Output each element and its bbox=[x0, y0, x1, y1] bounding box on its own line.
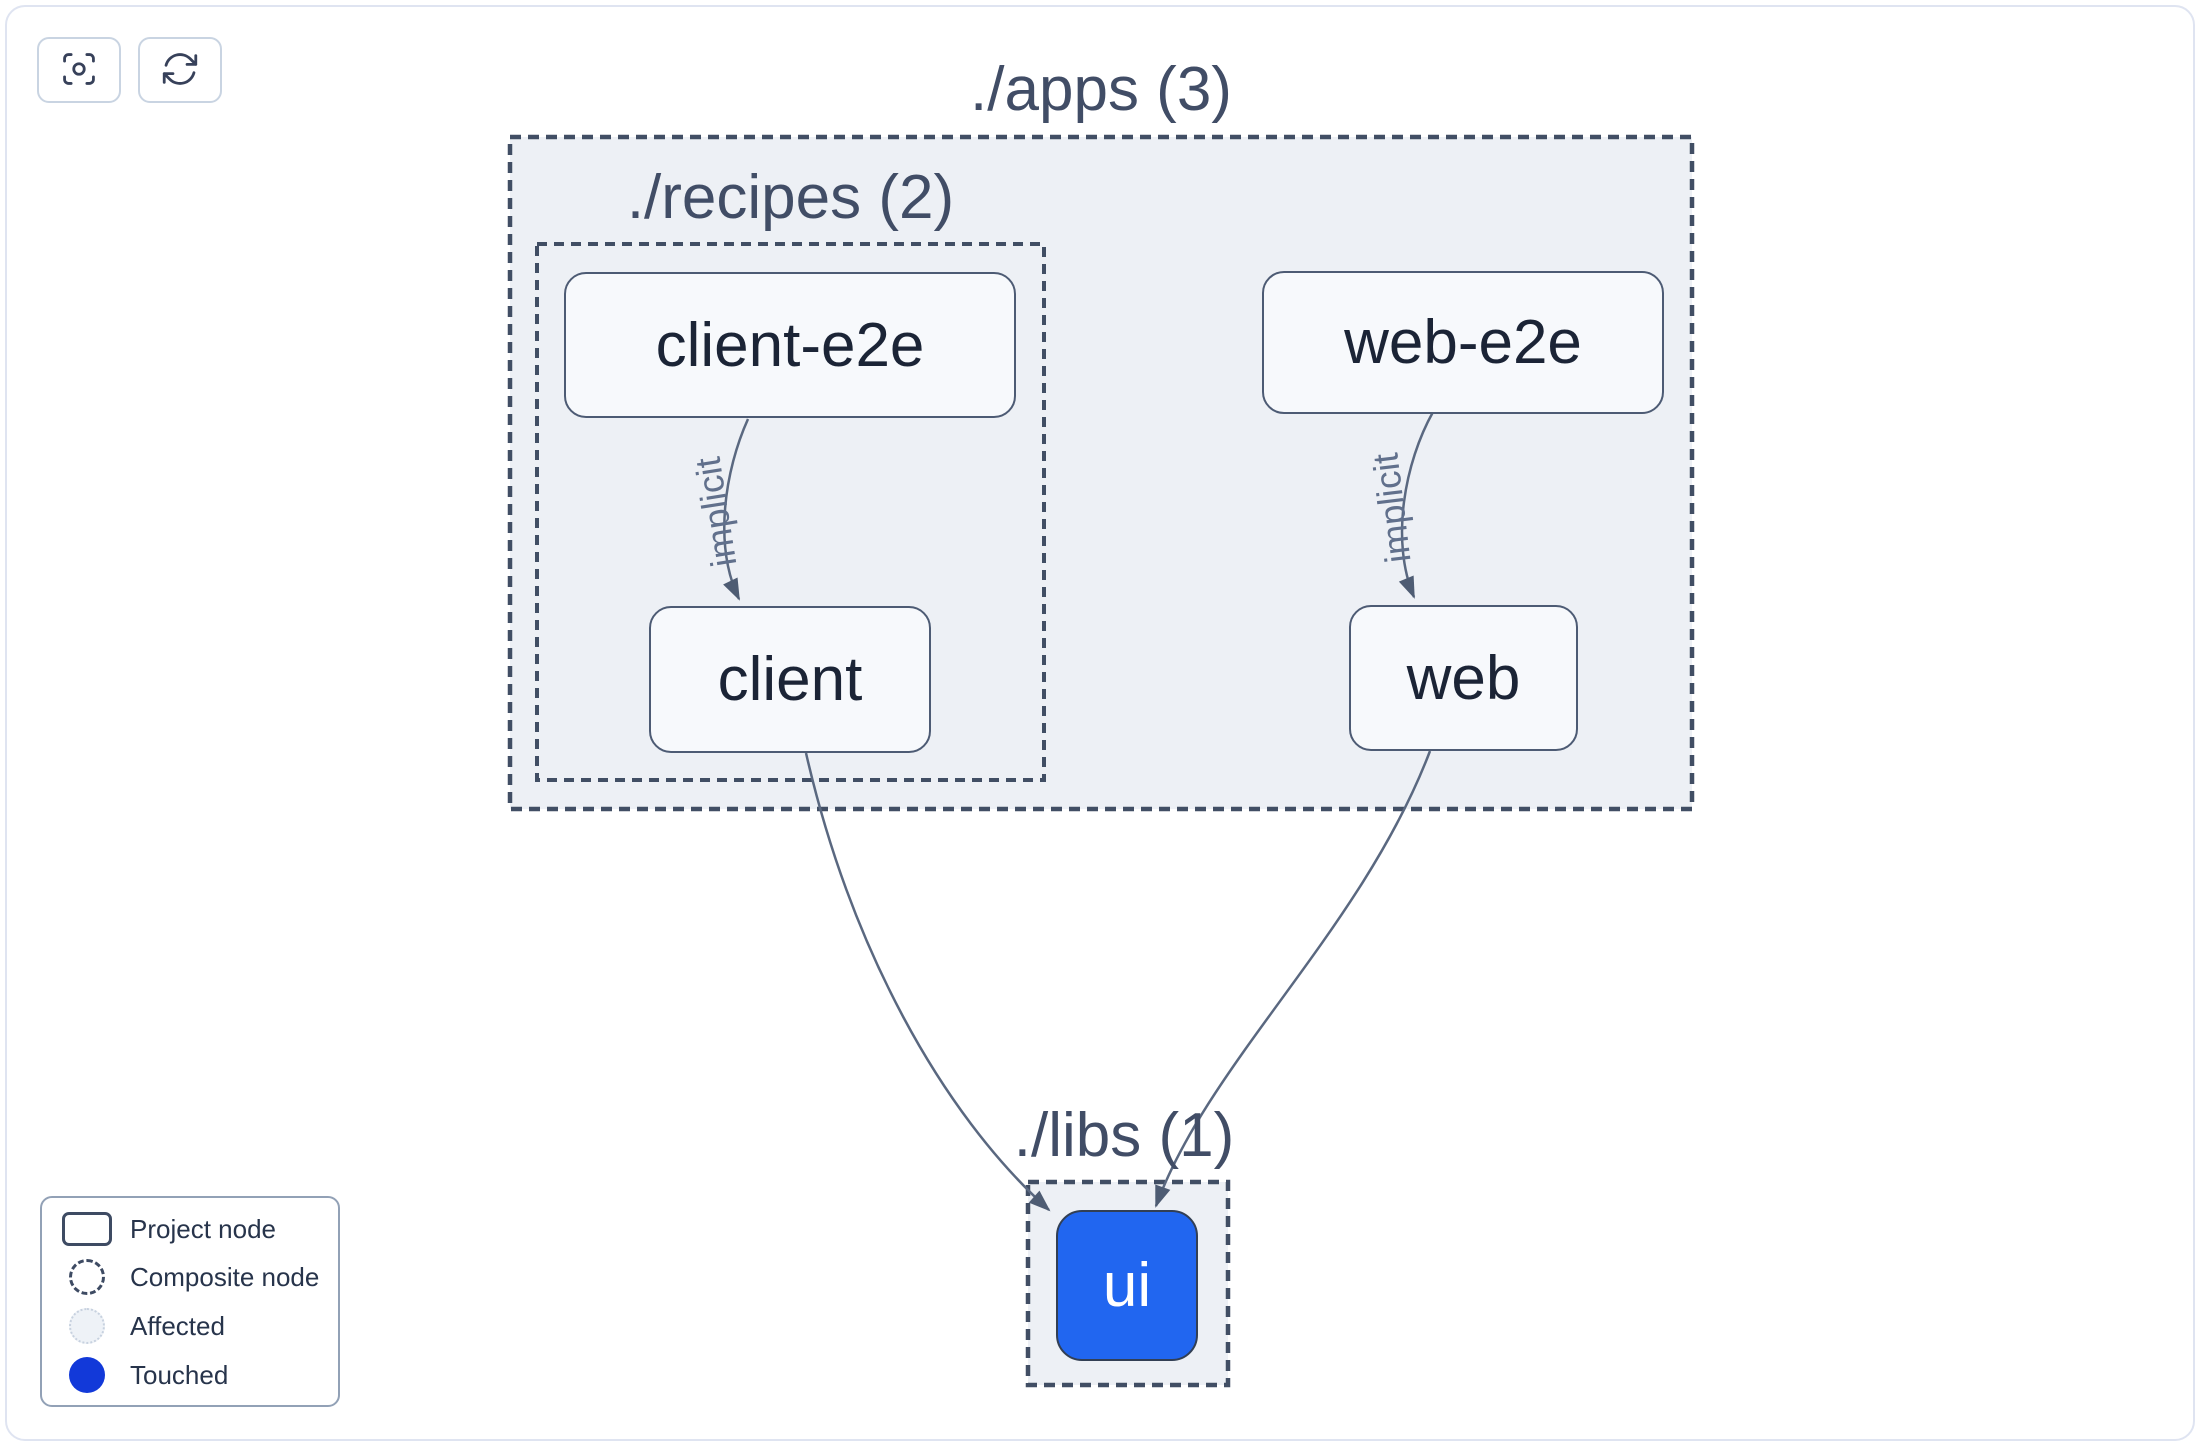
edge-client-to-ui[interactable] bbox=[804, 752, 1051, 1212]
edge-web-e2e-to-web[interactable] bbox=[1398, 411, 1435, 599]
composite-node-swatch bbox=[69, 1259, 105, 1295]
project-node-web-e2e[interactable]: web-e2e bbox=[1262, 271, 1664, 414]
graph-toolbar bbox=[37, 37, 222, 103]
project-node-client[interactable]: client bbox=[649, 606, 931, 753]
legend-label: Composite node bbox=[130, 1261, 320, 1292]
touched-swatch bbox=[69, 1357, 105, 1393]
legend-item-affected: Affected bbox=[58, 1308, 320, 1344]
edge-web-to-ui[interactable] bbox=[1154, 750, 1432, 1208]
edge-client-e2e-to-client[interactable] bbox=[723, 418, 750, 601]
viewfinder-circle-icon bbox=[58, 48, 100, 93]
group-label-apps[interactable]: ./apps (3) bbox=[970, 55, 1232, 124]
arrow-path-refresh-icon bbox=[159, 48, 201, 93]
legend-item-touched: Touched bbox=[58, 1357, 320, 1393]
refresh-graph-button[interactable] bbox=[138, 37, 222, 103]
focus-graph-button[interactable] bbox=[37, 37, 121, 103]
project-node-client-e2e[interactable]: client-e2e bbox=[564, 272, 1016, 418]
legend-item-project-node: Project node bbox=[58, 1212, 320, 1246]
legend-item-composite-node: Composite node bbox=[58, 1259, 320, 1295]
legend-panel: Project node Composite node Affected Tou… bbox=[40, 1196, 340, 1407]
project-node-web[interactable]: web bbox=[1349, 605, 1578, 751]
project-node-swatch bbox=[62, 1212, 112, 1246]
legend-label: Project node bbox=[130, 1213, 276, 1244]
group-label-libs[interactable]: ./libs (1) bbox=[1013, 1101, 1235, 1170]
group-label-recipes[interactable]: ./recipes (2) bbox=[626, 163, 955, 232]
project-node-ui-touched[interactable]: ui bbox=[1056, 1210, 1198, 1361]
legend-label: Affected bbox=[130, 1310, 225, 1341]
legend-label: Touched bbox=[130, 1359, 229, 1390]
affected-swatch bbox=[69, 1308, 105, 1344]
